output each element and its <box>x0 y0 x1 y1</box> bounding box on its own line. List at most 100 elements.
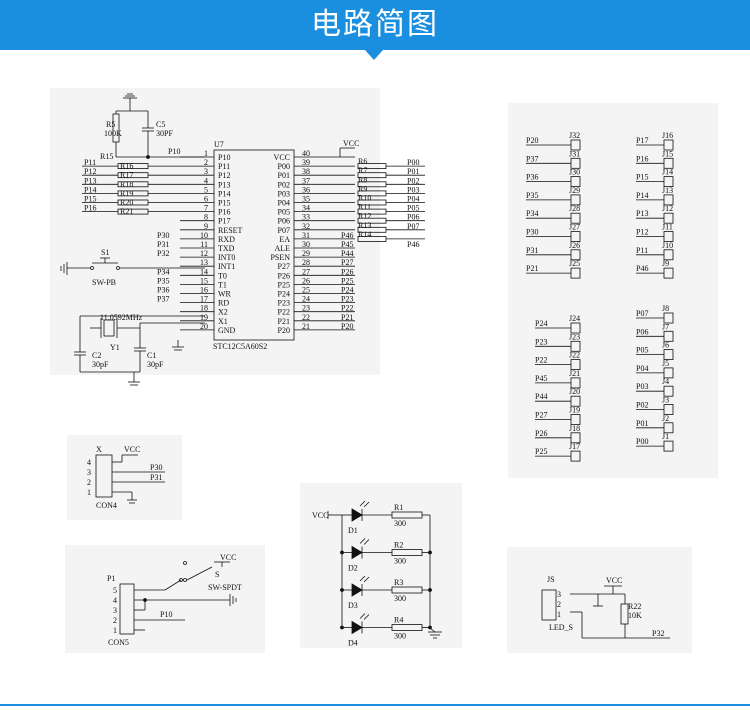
header-pin <box>663 212 674 224</box>
header-net-label: P04 <box>636 364 648 373</box>
mcu-right-pin-number: 26 <box>302 276 310 285</box>
header-net-label: P24 <box>535 319 547 328</box>
header-pin <box>570 267 581 279</box>
led-s-pin3: 3 <box>557 590 561 599</box>
c1-label: C1 <box>147 351 156 360</box>
led-resistor-value: 300 <box>394 632 406 641</box>
header-net-label: P26 <box>535 429 547 438</box>
led-resistor <box>391 549 423 556</box>
mcu-left-pin-name: P12 <box>218 171 230 180</box>
mcu-right-pin-number: 30 <box>302 240 310 249</box>
header-pin <box>663 367 674 379</box>
right-resistor-label: R13 <box>358 221 371 230</box>
led-ray <box>359 575 366 582</box>
con4-pin3: 3 <box>87 468 91 477</box>
header-ref-label: J32 <box>569 131 580 140</box>
mcu-right-pin-net: P23 <box>341 295 353 304</box>
header-pin <box>663 404 674 415</box>
led-resistor-label: R4 <box>394 616 403 625</box>
led-s-pin2: 2 <box>557 600 561 609</box>
header-ref-label: J24 <box>569 314 580 323</box>
header-ref-label: J5 <box>662 359 669 368</box>
mcu-right-pin-net: P20 <box>341 322 353 331</box>
reset-network: R5 100K C5 30PF <box>104 93 205 159</box>
header-pin <box>663 139 674 151</box>
led-s-net: P32 <box>652 629 664 638</box>
header-pin <box>570 157 581 169</box>
right-resistor-label: R8 <box>358 175 367 184</box>
mcu-left-pin-number: 9 <box>204 222 208 231</box>
led-ray <box>363 501 370 508</box>
right-resistor-label: R10 <box>358 194 371 203</box>
right-resistor-label: R7 <box>358 166 367 175</box>
header-ref-label: J27 <box>569 223 580 232</box>
right-net-label: P46 <box>407 240 419 249</box>
left-resistor-label: R20 <box>120 198 133 207</box>
mcu-left-pin-net: P36 <box>157 286 169 295</box>
p10-net-label: P10 <box>168 147 180 156</box>
header-ref-label: J31 <box>569 149 580 158</box>
mcu-left-pin-number: 1 <box>204 149 208 158</box>
mcu-right-pin-net: P24 <box>341 286 353 295</box>
mcu-right-pin-number: 34 <box>302 204 310 213</box>
header-pin <box>570 176 581 188</box>
header-net-label: P05 <box>636 346 648 355</box>
led-ray <box>363 539 370 545</box>
led-s-r22: R22 <box>628 602 641 611</box>
mcu-left-pin-name: P15 <box>218 199 230 208</box>
header-pin <box>663 440 674 452</box>
mcu-right-pin-number: 38 <box>302 167 310 176</box>
header-ref-label: J12 <box>662 204 673 213</box>
led-ray <box>363 576 370 583</box>
mcu-left-pin-net: P34 <box>157 267 169 276</box>
header-pin <box>570 249 581 261</box>
header-ref-label: J26 <box>569 241 580 250</box>
led-diode-label: D2 <box>348 564 358 573</box>
header-ref-label: J6 <box>662 341 669 350</box>
page-title: 电路简图 <box>311 7 439 42</box>
c5-label: C5 <box>156 120 165 129</box>
mcu-left-pin-number: 19 <box>200 313 208 322</box>
led-junction <box>428 588 432 592</box>
right-net-label: P00 <box>407 158 419 167</box>
header-ref-label: J18 <box>569 424 580 433</box>
header-pin <box>570 450 581 462</box>
led-ray <box>363 614 370 620</box>
con5-pin4: 4 <box>113 596 117 605</box>
header-net-label: P13 <box>636 209 648 218</box>
header-ref-label: J25 <box>569 259 580 268</box>
left-net-label: P14 <box>84 185 96 194</box>
mcu-left-pin-number: 12 <box>200 249 208 258</box>
header-ref-label: J4 <box>662 377 669 386</box>
con4-vcc: VCC <box>124 445 140 454</box>
led-diode-label: D4 <box>348 639 358 648</box>
banner-pointer <box>365 50 383 60</box>
mcu-right-pin-number: 36 <box>302 185 310 194</box>
led-resistor <box>391 511 423 519</box>
led-s-name: LED_S <box>549 623 573 632</box>
header-net-label: P03 <box>636 382 648 391</box>
right-net-label: P02 <box>407 176 419 185</box>
mcu-right-pin-number: 40 <box>302 149 310 158</box>
mcu-left-pin-number: 3 <box>204 167 208 176</box>
mcu-left-pin-name: P10 <box>218 153 230 162</box>
mcu-left-pin-number: 11 <box>200 240 208 249</box>
header-pin <box>663 267 674 279</box>
mcu-part: STC12C5A60S2 <box>213 342 267 351</box>
mcu-left-pin-number: 15 <box>200 276 208 285</box>
header-net-label: P11 <box>636 246 648 255</box>
mcu-right-pin-name: P07 <box>278 226 290 235</box>
left-resistor-label: R18 <box>120 180 133 189</box>
led-panel <box>300 483 462 648</box>
mcu-left-pin-name: RESET <box>218 226 243 235</box>
header-net-label: P01 <box>636 419 648 428</box>
mcu-left-pin-number: 4 <box>204 176 208 185</box>
mcu-right-pin-name: P05 <box>278 208 290 217</box>
header-net-label: P12 <box>636 228 648 237</box>
header-net-label: P14 <box>636 191 648 200</box>
mcu-right-pin-name: EA <box>279 235 290 244</box>
mcu-right-pin-name: P00 <box>278 162 290 171</box>
led-resistor-value: 300 <box>394 594 406 603</box>
mcu-right-pin-net: P21 <box>341 313 353 322</box>
